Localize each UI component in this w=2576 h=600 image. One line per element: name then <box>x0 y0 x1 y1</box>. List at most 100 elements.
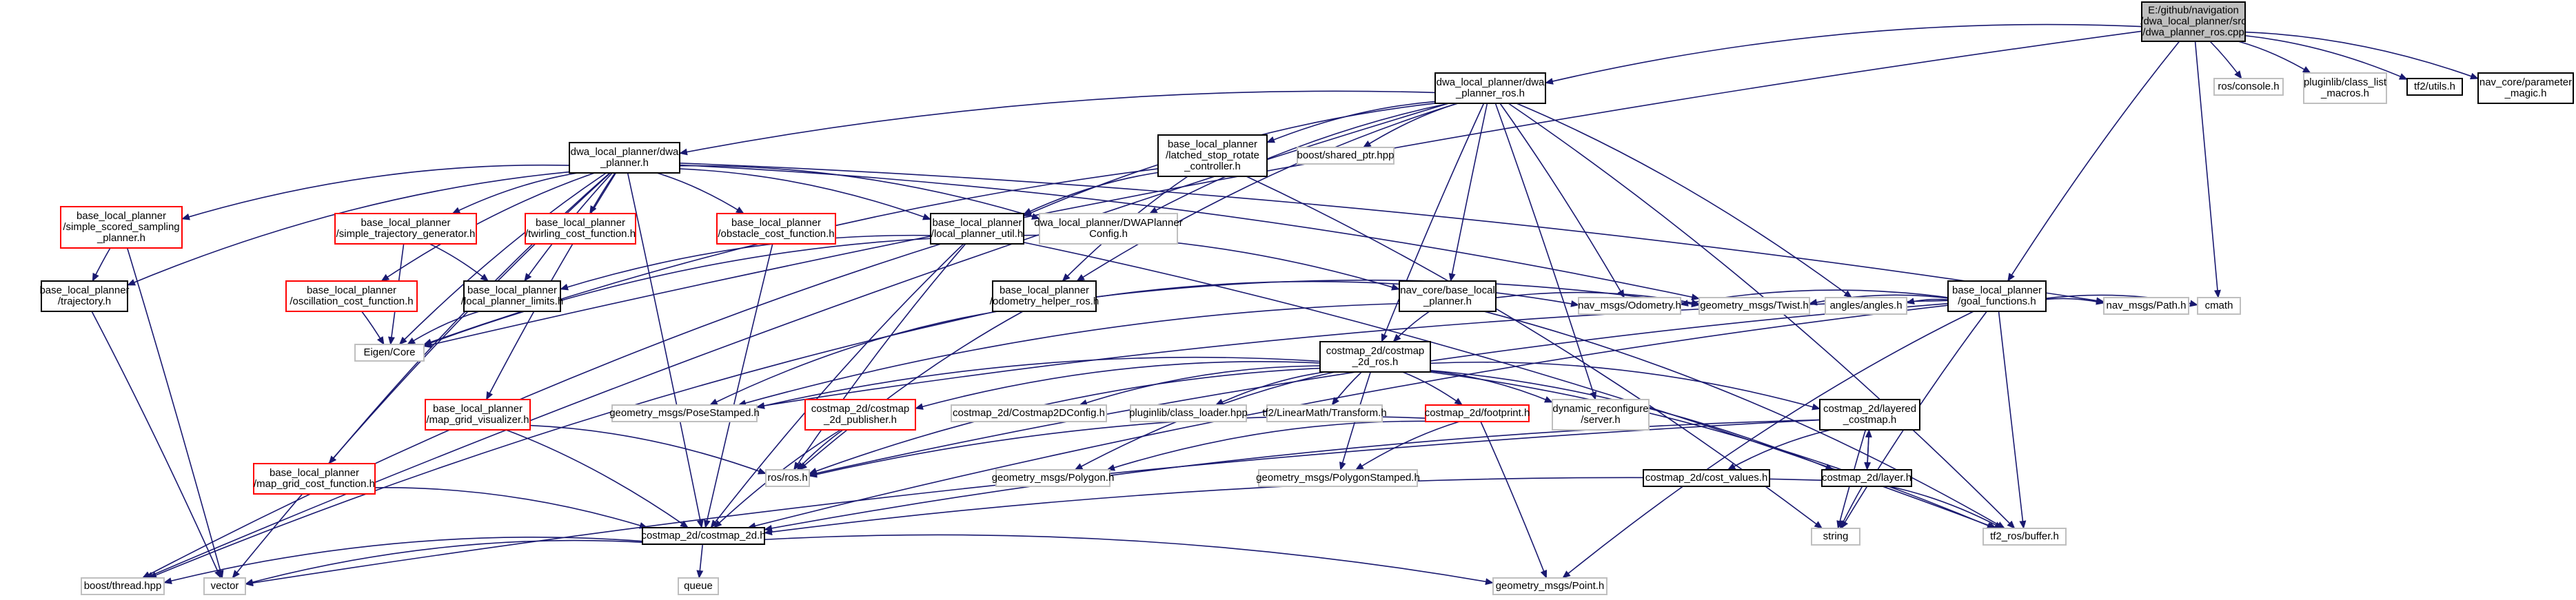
node-label: base_local_planner <box>932 217 1022 229</box>
node-label: geometry_msgs/Twist.h <box>1700 300 1809 311</box>
node-label: /map_grid_visualizer.h <box>426 414 529 426</box>
node-odom_helper[interactable]: base_local_planner/odometry_helper_ros.h <box>990 280 1099 312</box>
node-tf2_utils[interactable]: tf2/utils.h <box>2406 78 2463 96</box>
node-box <box>525 213 636 245</box>
node-box <box>425 399 531 431</box>
node-label: vector <box>211 580 239 592</box>
node-nav_path: nav_msgs/Path.h <box>2103 297 2189 315</box>
node-label: /simple_trajectory_generator.h <box>336 228 476 240</box>
node-twirling: base_local_planner/twirling_cost_functio… <box>525 213 636 245</box>
node-label: tf2/LinearMath/Transform.h <box>1262 407 1386 419</box>
node-string: string <box>1811 528 1860 546</box>
node-eigen: Eigen/Core <box>354 344 425 362</box>
node-trajectory[interactable]: base_local_planner/trajectory.h <box>39 280 130 312</box>
node-dwa_planner_ros_h[interactable]: dwa_local_planner/dwa_planner_ros.h <box>1434 72 1546 104</box>
node-label: geometry_msgs/Point.h <box>1496 580 1605 592</box>
node-box <box>1319 341 1431 373</box>
node-label: nav_core/parameter <box>2479 76 2572 88</box>
edge-dwa_planner_h-to-twist <box>679 164 1700 301</box>
edge-odom_helper-to-nav_odometry <box>1095 280 1579 307</box>
edge-root-to-ros_console <box>2209 41 2242 79</box>
node-box <box>1821 469 1912 487</box>
edge-local_planner_util-to-eigen <box>423 238 931 346</box>
node-twist: geometry_msgs/Twist.h <box>1698 297 1810 315</box>
node-label: pluginlib/class_loader.hpp <box>1129 407 1248 419</box>
node-oscillation: base_local_planner/oscillation_cost_func… <box>285 280 418 312</box>
edge-latched_stop-to-local_planner_util <box>1023 172 1159 215</box>
node-local_planner_util[interactable]: base_local_planner/local_planner_util.h <box>930 213 1024 245</box>
node-cost_values[interactable]: costmap_2d/cost_values.h <box>1643 469 1770 487</box>
edge-costmap_ros-to-layered_costmap <box>1430 361 1821 411</box>
node-label: base_local_planner <box>467 285 557 296</box>
edge-root-to-eigen <box>423 30 2142 349</box>
node-box <box>611 404 758 422</box>
node-box <box>678 577 719 595</box>
node-label: /latched_stop_rotate <box>1166 149 1259 161</box>
node-box <box>41 280 128 312</box>
node-label: /local_planner_util.h <box>931 228 1023 240</box>
node-label: base_local_planner <box>433 403 523 415</box>
edge-map_grid_vis-to-costmap_2d_h <box>505 429 689 528</box>
edge-dwa_planner_ros_h-to-base_local_planner_h <box>1448 103 1488 282</box>
node-map_grid_vis: base_local_planner/map_grid_visualizer.h <box>425 399 531 431</box>
node-costmap_2d_h[interactable]: costmap_2d/costmap_2d.h <box>641 527 766 545</box>
node-dwa_planner_h[interactable]: dwa_local_planner/dwa_planner.h <box>569 142 680 174</box>
node-label: dwa_local_planner/dwa <box>1437 76 1545 88</box>
edge-odom_helper-to-pose_stamped <box>709 311 998 406</box>
node-costmap_publisher: costmap_2d/costmap_2d_publisher.h <box>804 399 916 431</box>
node-box <box>1130 404 1247 422</box>
node-layer_h[interactable]: costmap_2d/layer.h <box>1821 469 1912 487</box>
node-label: queue <box>684 580 713 592</box>
edge-base_local_planner_h-to-costmap_ros <box>1392 311 1430 342</box>
node-goal_functions[interactable]: base_local_planner/goal_functions.h <box>1947 280 2047 312</box>
node-class_loader: pluginlib/class_loader.hpp <box>1129 404 1248 422</box>
node-vector: vector <box>203 577 246 595</box>
node-box <box>995 469 1110 487</box>
edge-map_grid_vis-to-ros_h <box>529 424 767 475</box>
edge-limits-to-eigen <box>407 311 480 345</box>
node-box <box>1982 528 2067 546</box>
edge-layered_costmap-to-vector <box>245 419 1821 587</box>
edge-simple_scored-to-vector <box>126 247 224 579</box>
edge-goal_functions-to-costmap_2d_h <box>747 304 1949 530</box>
node-box <box>1258 469 1418 487</box>
node-label: costmap_2d/Costmap2DConfig.h <box>953 407 1105 419</box>
node-latched_stop[interactable]: base_local_planner/latched_stop_rotate_c… <box>1157 134 1268 177</box>
node-label: pluginlib/class_list <box>2304 76 2387 88</box>
node-box <box>1552 399 1650 431</box>
edge-simple_scored-to-trajectory <box>92 247 111 282</box>
node-simple_traj_gen: base_local_planner/simple_trajectory_gen… <box>334 213 477 245</box>
edge-dwa_planner_ros_h-to-tf2_buffer <box>1508 103 2016 529</box>
edge-dwa_planner_h-to-local_planner_util <box>679 168 931 220</box>
edge-local_planner_util-to-ros_h <box>793 243 966 470</box>
node-layered_costmap[interactable]: costmap_2d/layered_costmap.h <box>1819 399 1920 431</box>
node-label: _macros.h <box>2320 87 2369 99</box>
node-costmap_ros[interactable]: costmap_2d/costmap_2d_ros.h <box>1319 341 1431 373</box>
edge-dwa_planner_h-to-simple_traj_gen <box>452 172 578 214</box>
node-parameter_magic[interactable]: nav_core/parameter_magic.h <box>2477 72 2574 104</box>
node-box <box>1819 399 1920 431</box>
node-linear_math: tf2/LinearMath/Transform.h <box>1262 404 1387 422</box>
node-box <box>1811 528 1860 546</box>
node-label: /goal_functions.h <box>1958 296 2036 307</box>
node-label: /twirling_cost_function.h <box>525 228 636 240</box>
edge-dwa_planner_ros_h-to-nav_odometry <box>1499 103 1625 298</box>
edge-dwa_planner_h-to-costmap_2d_h <box>627 172 704 528</box>
edge-layer_h-to-layered_costmap <box>1865 429 1872 470</box>
node-box <box>2197 297 2241 315</box>
node-label: base_local_planner <box>1000 285 1089 296</box>
node-box <box>642 527 765 545</box>
node-label: geometry_msgs/Polygon.h <box>992 472 1115 484</box>
node-label: cmath <box>2205 300 2233 311</box>
edge-costmap_ros-to-footprint <box>1402 371 1463 406</box>
edge-dwa_planner_h-to-obstacle_cost <box>656 172 744 214</box>
node-label: geometry_msgs/PoseStamped.h <box>609 407 760 419</box>
node-limits[interactable]: base_local_planner/local_planner_limits.… <box>461 280 563 312</box>
node-box <box>334 213 477 245</box>
node-label: _planner_ros.h <box>1455 87 1525 99</box>
node-label: costmap_2d/costmap <box>811 403 910 415</box>
edge-dwa_planner_h-to-trajectory <box>127 171 570 286</box>
node-base_local_planner_h[interactable]: nav_core/base_local_planner.h <box>1399 280 1497 312</box>
node-box <box>2103 297 2189 315</box>
